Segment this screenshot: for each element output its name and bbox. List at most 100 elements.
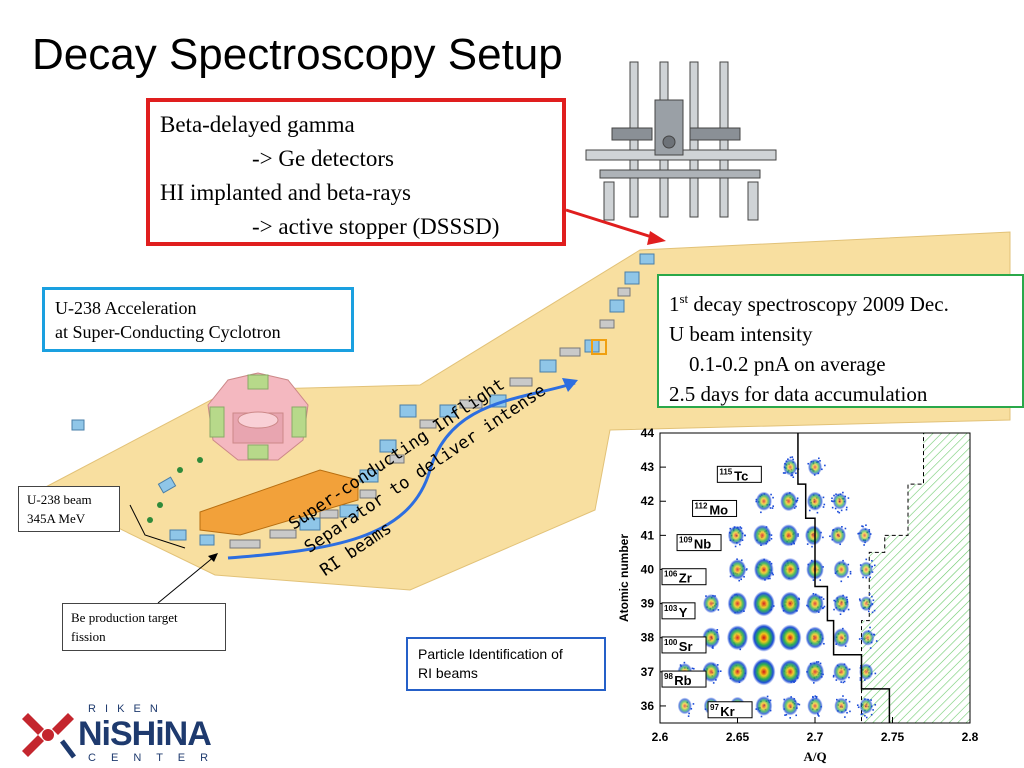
- isotope-label-box: [716, 465, 762, 483]
- scatter-point: [842, 695, 844, 697]
- pid-blob: [778, 624, 802, 651]
- scatter-point: [760, 511, 762, 514]
- scatter-point: [811, 545, 813, 548]
- scatter-point: [848, 668, 851, 671]
- logo-main-text: NiSHiNA: [78, 715, 212, 753]
- isotope-mass-number: 112: [695, 501, 708, 510]
- scatter-point: [840, 681, 842, 683]
- x-tick-label: 2.7: [807, 730, 824, 744]
- logo-bottom-text: C E N T E R: [88, 752, 215, 764]
- red-box-line-1: Beta-delayed gamma: [160, 112, 355, 137]
- pid-blob: [753, 557, 774, 582]
- scatter-point: [770, 537, 773, 540]
- scatter-point: [831, 497, 833, 500]
- isotope-mass-number: 115: [719, 467, 732, 476]
- scatter-point: [845, 508, 848, 511]
- isotope-element: Mo: [709, 502, 728, 517]
- green-box-rest: decay spectroscopy 2009 Dec.: [688, 292, 949, 316]
- isotope-mass-number: 97: [710, 703, 719, 712]
- pid-blob: [782, 696, 799, 716]
- scatter-point: [840, 509, 843, 512]
- beam-markers: [147, 457, 203, 523]
- pid-blob: [859, 595, 873, 612]
- y-tick-label: 40: [641, 562, 655, 576]
- scatter-point: [849, 570, 852, 573]
- red-box-line-4: -> active stopper (DSSSD): [252, 214, 500, 239]
- pid-blob: [807, 696, 823, 716]
- scatter-point: [873, 564, 876, 567]
- page-title: Decay Spectroscopy Setup: [32, 30, 563, 79]
- beam-box-line-1: U-238 beam: [27, 492, 92, 507]
- scatter-point: [844, 527, 847, 530]
- scatter-point: [872, 599, 875, 602]
- scatter-point: [807, 462, 810, 465]
- scatter-point: [815, 695, 818, 698]
- scatter-point: [859, 599, 861, 602]
- blue-box-line-2: at Super-Conducting Cyclotron: [55, 322, 281, 342]
- scatter-point: [823, 605, 826, 608]
- scatter-point: [740, 527, 743, 529]
- isotope-label-box: [661, 636, 707, 654]
- scatter-point: [770, 493, 772, 496]
- scatter-point: [716, 629, 719, 631]
- scatter-point: [818, 457, 820, 460]
- scatter-point: [846, 711, 848, 714]
- isotope-element: Nb: [694, 537, 711, 552]
- scatter-point: [835, 679, 838, 681]
- isotope-element: Y: [679, 605, 688, 620]
- beamline-segments: [229, 287, 631, 549]
- scatter-point: [869, 647, 872, 649]
- scatter-point: [823, 503, 826, 506]
- isotope-label-box: [692, 499, 738, 517]
- scatter-point: [848, 700, 851, 703]
- pid-blob: [832, 492, 847, 510]
- scatter-point: [795, 714, 798, 717]
- scatter-point: [833, 608, 835, 611]
- scatter-point: [683, 661, 686, 664]
- scatter-point: [841, 525, 843, 528]
- pid-blob: [833, 594, 850, 613]
- scatter-point: [822, 496, 825, 499]
- isotope-label-box: [661, 670, 707, 688]
- scatter-point: [796, 497, 799, 500]
- pid-blob: [727, 525, 745, 545]
- riken-logo-icon: [22, 713, 76, 759]
- isotope-element: Tc: [734, 468, 748, 483]
- scatter-point: [822, 506, 825, 508]
- isotope-element: Zr: [679, 571, 692, 586]
- scatter-point: [844, 645, 847, 647]
- pid-blob: [804, 525, 822, 546]
- scatter-point: [818, 715, 820, 717]
- scatter-point: [849, 710, 851, 713]
- scatter-point: [862, 525, 864, 528]
- scatter-point: [856, 704, 859, 706]
- pid-blob: [859, 561, 873, 578]
- scatter-point: [842, 681, 845, 684]
- pid-blob: [703, 593, 720, 614]
- scatter-point: [843, 680, 846, 683]
- acceleration-box: U-238 Acceleration at Super-Conducting C…: [42, 287, 354, 352]
- green-box-line-4: 2.5 days for data accumulation: [669, 382, 928, 406]
- blue-box-line-1: U-238 Acceleration: [55, 298, 197, 318]
- pid-blob: [859, 663, 874, 681]
- pid-blob: [752, 590, 775, 617]
- pid-blob: [753, 524, 772, 547]
- scatter-point: [842, 491, 844, 494]
- scatter-point: [792, 458, 794, 461]
- scatter-point: [824, 464, 826, 467]
- y-tick-label: 43: [641, 460, 655, 474]
- scatter-point: [814, 695, 817, 697]
- scatter-point: [840, 580, 843, 583]
- scatter-point: [869, 626, 871, 629]
- pid-blob: [726, 625, 749, 651]
- scatter-point: [712, 647, 714, 649]
- pid-blob: [779, 591, 801, 616]
- red-box-line-2: -> Ge detectors: [252, 146, 394, 171]
- scatter-point: [867, 610, 870, 613]
- red-box-line-3: HI implanted and beta-rays: [160, 180, 411, 205]
- isotope-label-box: [661, 568, 707, 586]
- x-tick-label: 2.6: [652, 730, 669, 744]
- x-axis-label: A/Q: [803, 749, 826, 764]
- scatter-point: [692, 667, 695, 670]
- scatter-point: [847, 497, 850, 499]
